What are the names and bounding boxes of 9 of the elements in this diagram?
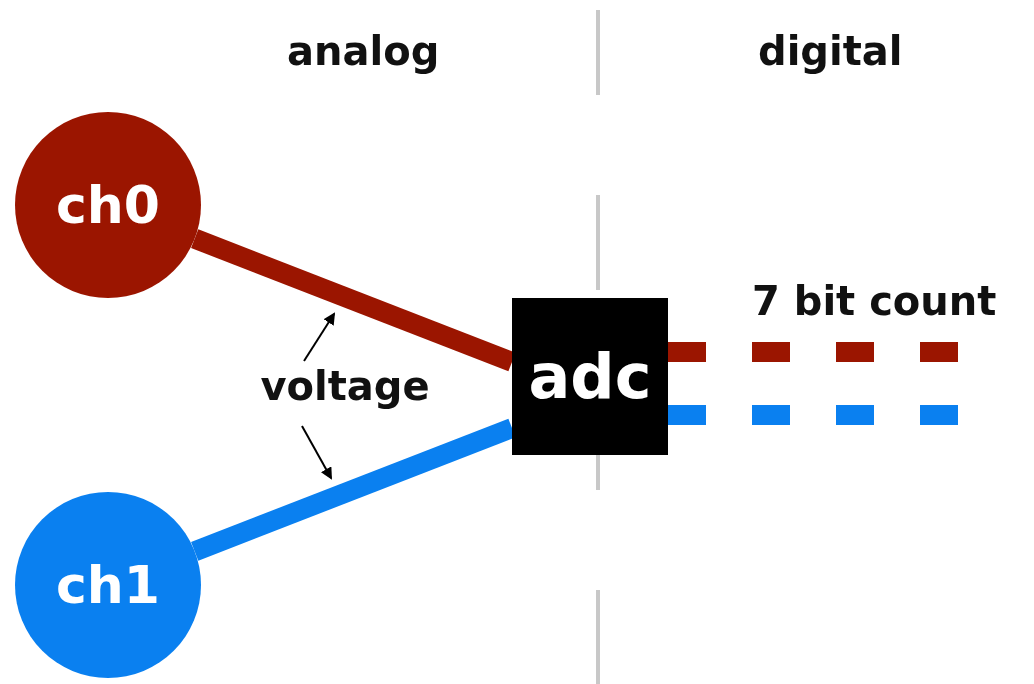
channel-circle: ch0 (15, 112, 201, 298)
voltage-label: voltage (245, 360, 445, 412)
section-heading: digital (758, 28, 903, 74)
section-heading: analog (287, 28, 440, 74)
channel-circle: ch1 (15, 492, 201, 678)
signal-label: 7 bit count (752, 278, 997, 324)
leader-arrow (303, 312, 336, 362)
adc-box: adc (512, 298, 668, 455)
leader-arrow (301, 425, 332, 480)
